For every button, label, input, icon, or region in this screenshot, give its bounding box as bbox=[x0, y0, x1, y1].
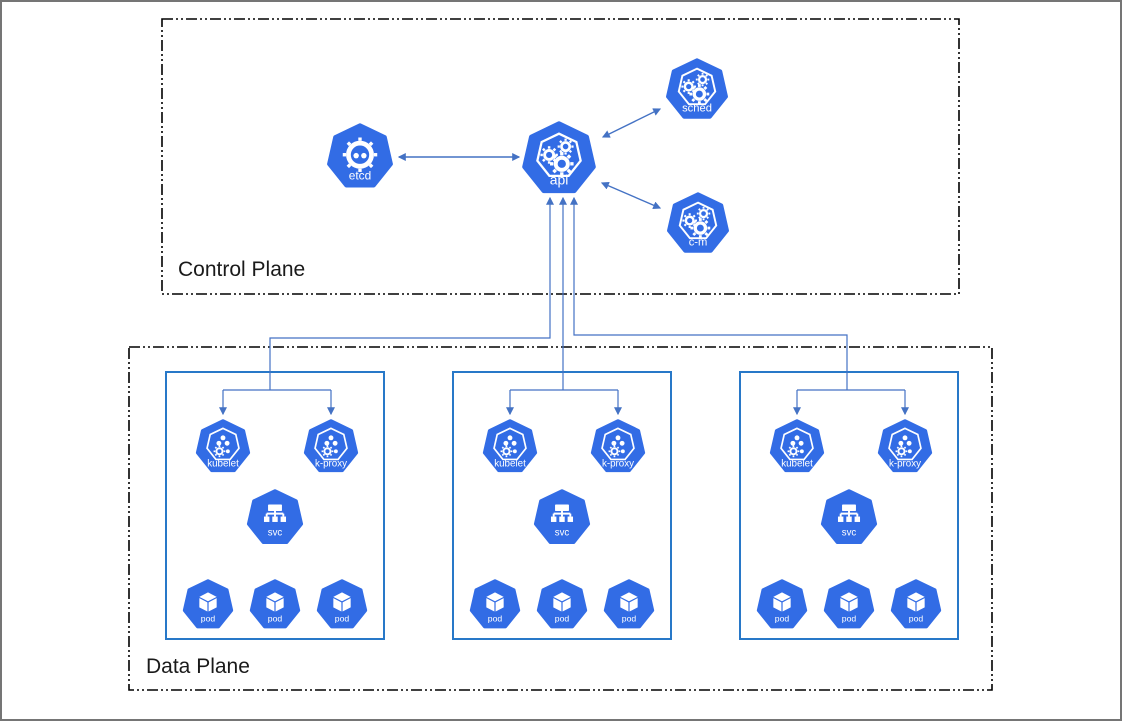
controller-manager-node: c-m bbox=[667, 192, 729, 253]
connector-api-cm bbox=[600, 182, 662, 209]
pod-node: pod bbox=[316, 579, 368, 629]
cm-label: c-m bbox=[689, 236, 708, 248]
svc-label: svc bbox=[842, 527, 857, 538]
pod-label: pod bbox=[842, 613, 857, 623]
kproxy-label: k-proxy bbox=[315, 459, 347, 470]
pod-label: pod bbox=[622, 613, 637, 623]
pod-node: pod bbox=[823, 579, 875, 629]
sched-label: sched bbox=[682, 102, 712, 114]
kubelet-node: kubelet bbox=[195, 419, 251, 473]
api-label: api bbox=[550, 171, 569, 187]
kproxy-label: k-proxy bbox=[889, 459, 921, 470]
pod-node: pod bbox=[756, 579, 808, 629]
pod-label: pod bbox=[268, 613, 283, 623]
control-plane-boundary bbox=[161, 18, 960, 295]
pod-node: pod bbox=[890, 579, 942, 629]
kube-proxy-node: k-proxy bbox=[590, 419, 646, 473]
connector-api-sched bbox=[601, 108, 662, 138]
data-plane-boundary bbox=[128, 346, 993, 691]
service-node: svc bbox=[246, 489, 304, 545]
svc-label: svc bbox=[268, 527, 283, 538]
scheduler-node: sched bbox=[666, 58, 728, 119]
connector-api-node3 bbox=[570, 196, 848, 390]
pod-label: pod bbox=[909, 613, 924, 623]
api-server-node: api bbox=[521, 121, 597, 197]
service-node: svc bbox=[533, 489, 591, 545]
svc-label: svc bbox=[555, 527, 570, 538]
pod-label: pod bbox=[201, 613, 216, 623]
pod-label: pod bbox=[775, 613, 790, 623]
pod-node: pod bbox=[603, 579, 655, 629]
etcd-node: etcd bbox=[327, 123, 393, 188]
pod-label: pod bbox=[555, 613, 570, 623]
data-plane-label: Data Plane bbox=[146, 655, 250, 678]
kube-proxy-node: k-proxy bbox=[303, 419, 359, 473]
pod-node: pod bbox=[469, 579, 521, 629]
etcd-label: etcd bbox=[349, 169, 371, 183]
kubelet-label: kubelet bbox=[207, 459, 239, 470]
connector-api-node1 bbox=[269, 196, 554, 390]
kubelet-label: kubelet bbox=[781, 459, 813, 470]
pod-node: pod bbox=[249, 579, 301, 629]
kubelet-node: kubelet bbox=[482, 419, 538, 473]
service-node: svc bbox=[820, 489, 878, 545]
kubelet-node: kubelet bbox=[769, 419, 825, 473]
control-plane-label: Control Plane bbox=[178, 258, 306, 281]
kube-proxy-node: k-proxy bbox=[877, 419, 933, 473]
kproxy-label: k-proxy bbox=[602, 459, 634, 470]
pod-node: pod bbox=[182, 579, 234, 629]
kubelet-label: kubelet bbox=[494, 459, 526, 470]
pod-label: pod bbox=[488, 613, 503, 623]
pod-label: pod bbox=[335, 613, 350, 623]
pod-node: pod bbox=[536, 579, 588, 629]
